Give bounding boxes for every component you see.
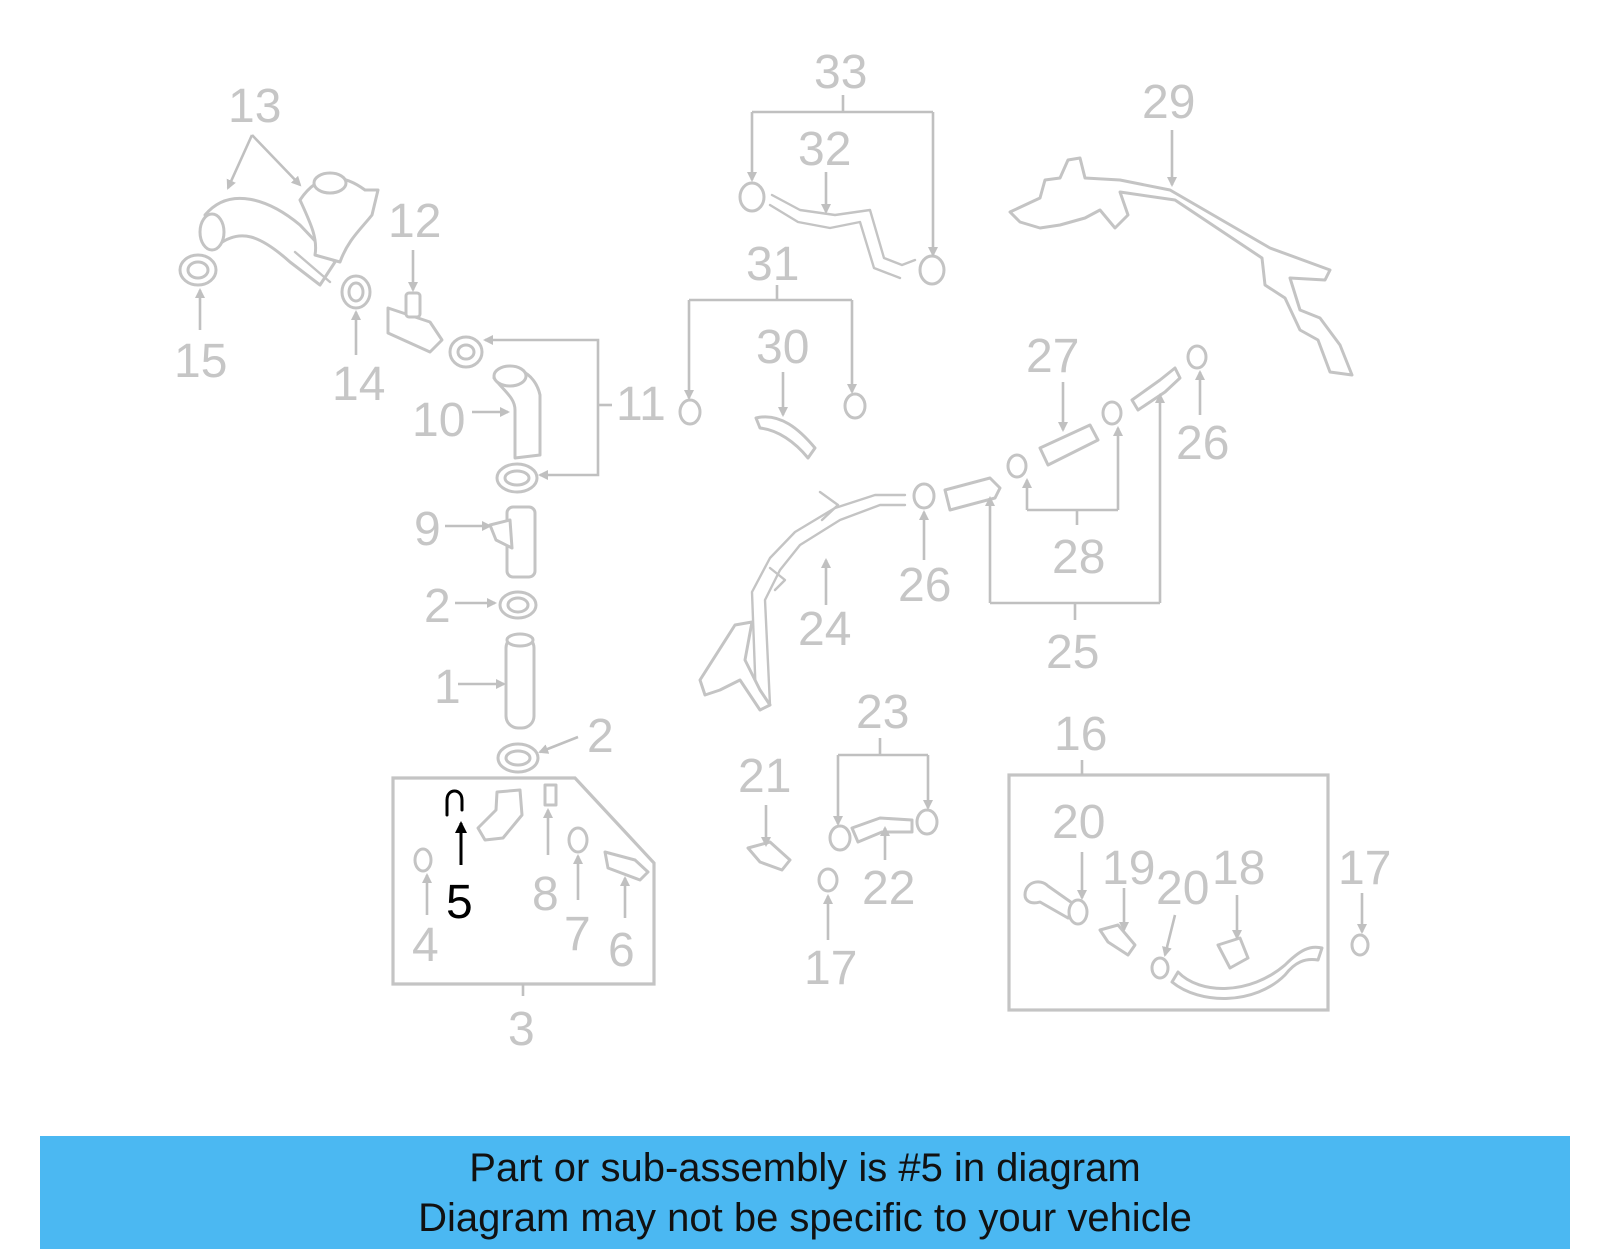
callout-9: 9	[414, 503, 441, 556]
callout-25: 25	[1046, 626, 1099, 679]
part-33-clamp-left	[738, 181, 766, 213]
info-banner: Part or sub-assembly is #5 in diagram Di…	[40, 1136, 1570, 1249]
callout-33: 33	[814, 46, 867, 99]
part-11-clamp-bottom	[495, 462, 539, 494]
callout-10: 10	[412, 394, 465, 447]
callout-7: 7	[564, 908, 591, 961]
part-32-pipe	[768, 193, 917, 280]
part-31-clamp-left	[678, 398, 702, 426]
callout-21: 21	[738, 750, 791, 803]
part-5-highlighted	[445, 789, 467, 865]
callout-32: 32	[798, 123, 851, 176]
part-2-clamp-lower	[496, 742, 540, 774]
banner-line-disclaimer: Diagram may not be specific to your vehi…	[418, 1195, 1192, 1240]
callout-20-right: 20	[1156, 862, 1209, 915]
callout-17-right: 17	[1338, 842, 1391, 895]
callout-26-top: 26	[1176, 417, 1229, 470]
part-25-hose-b	[1130, 366, 1182, 412]
callout-19: 19	[1102, 842, 1155, 895]
callout-labels: 13 15 14 12 11 10 9 2 1 2 3 4 5 8 7 6 33…	[174, 46, 1391, 1056]
callout-26-mid: 26	[898, 559, 951, 612]
callout-6: 6	[608, 924, 635, 977]
kit-16-box	[1007, 773, 1330, 1012]
callout-2-lower: 2	[587, 710, 614, 763]
part-23-clamp-right	[915, 808, 939, 836]
part-29-bracket	[1008, 156, 1354, 377]
callout-17-center: 17	[804, 942, 857, 995]
part-30-hose	[754, 415, 817, 460]
part-13-hoses	[198, 171, 380, 287]
callout-27: 27	[1026, 330, 1079, 383]
part-1-hose	[504, 632, 536, 730]
part-14-clamp	[340, 274, 372, 310]
part-25-hose-a	[943, 476, 1002, 512]
callout-14: 14	[332, 358, 385, 411]
part-23-clamp-left	[828, 824, 852, 852]
part-26-clamp-mid	[912, 482, 936, 510]
callout-23: 23	[856, 686, 909, 739]
part-12-fitting	[386, 291, 444, 354]
callout-2-upper: 2	[424, 580, 451, 633]
part-24-pipe	[698, 490, 907, 712]
callout-22: 22	[862, 862, 915, 915]
part-31-clamp-right	[843, 392, 867, 420]
callout-13: 13	[228, 80, 281, 133]
callout-12: 12	[388, 195, 441, 248]
leader-lines	[195, 95, 1367, 996]
callout-16: 16	[1054, 708, 1107, 761]
callout-11: 11	[616, 378, 666, 431]
callout-24: 24	[798, 603, 851, 656]
callout-8: 8	[532, 868, 559, 921]
banner-line-part: Part or sub-assembly is #5 in diagram	[469, 1145, 1141, 1190]
callout-30: 30	[756, 321, 809, 374]
part-33-clamp-right	[918, 254, 946, 286]
part-17-clamp-right	[1350, 933, 1370, 957]
part-21-valve	[746, 840, 792, 872]
callout-28: 28	[1052, 531, 1105, 584]
callout-5: 5	[446, 876, 473, 929]
part-26-clamp-top	[1186, 344, 1208, 370]
part-27-valve	[1038, 423, 1100, 467]
part-2-clamp-upper	[498, 590, 538, 620]
part-9-pipe	[488, 505, 537, 579]
part-10-hose	[492, 364, 542, 460]
callout-29: 29	[1142, 76, 1195, 129]
callout-1: 1	[434, 661, 461, 714]
part-15-clamp	[178, 253, 218, 287]
part-28-clamp-a	[1006, 453, 1028, 479]
callout-4: 4	[412, 919, 439, 972]
callout-3: 3	[508, 1003, 535, 1056]
part-17-clamp-center	[817, 867, 839, 893]
callout-31: 31	[746, 238, 799, 291]
callout-18: 18	[1212, 842, 1265, 895]
callout-20-left: 20	[1052, 796, 1105, 849]
part-28-clamp-b	[1101, 400, 1123, 426]
part-22-hose	[850, 816, 914, 844]
callout-15: 15	[174, 335, 227, 388]
part-11-clamp-top	[448, 335, 484, 369]
